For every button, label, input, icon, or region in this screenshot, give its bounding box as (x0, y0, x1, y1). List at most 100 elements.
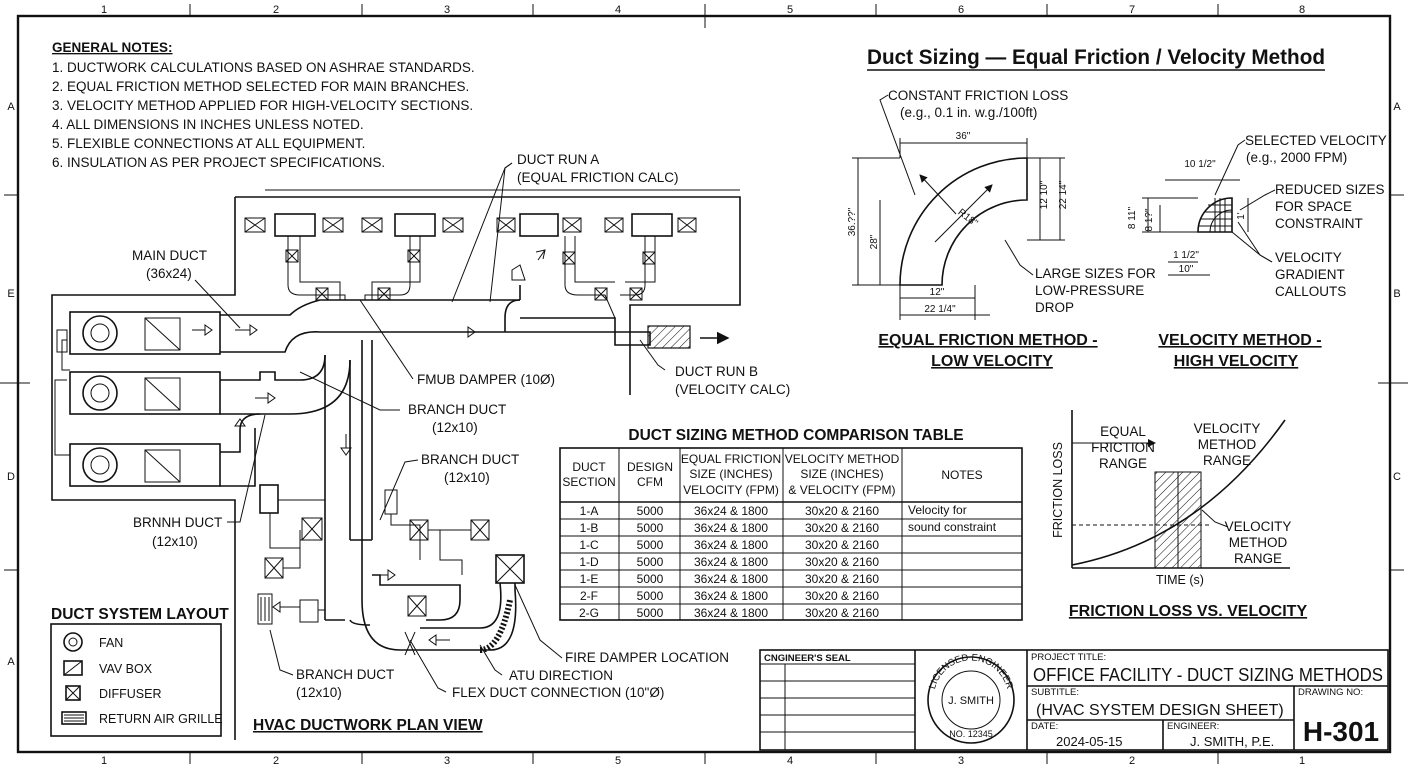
label-main-duct-size: (36x24) (146, 266, 192, 281)
table-cell: 1-D (579, 555, 599, 569)
col-number: 3 (958, 755, 964, 767)
table-cell: 36x24 & 1800 (694, 504, 768, 518)
row-letter: E (7, 288, 14, 300)
table-header: SIZE (INCHES) (689, 467, 772, 481)
ef-dim: 36.??" (847, 207, 858, 236)
vel-reduced: FOR SPACE (1275, 199, 1352, 214)
graph-vel-method-range: RANGE (1234, 551, 1282, 566)
graph-vel-range: VELOCITY (1194, 421, 1261, 436)
return-air-grille-icon (61, 711, 87, 725)
graph-ef-range: FRICTION (1091, 440, 1155, 455)
table-row: 1-C 5000 36x24 & 1800 30x20 & 2160 (579, 538, 879, 552)
label-duct-run-a-note: (EQUAL FRICTION CALC) (517, 170, 679, 185)
table-row: 2-F 5000 36x24 & 1800 30x20 & 2160 (580, 589, 879, 603)
label-branch-duct-size: (12x10) (444, 470, 490, 485)
airflow-arrow (192, 249, 546, 646)
table-cell: 36x24 & 1800 (694, 521, 768, 535)
project-title: OFFICE FACILITY - DUCT SIZING METHODS (1033, 664, 1383, 685)
return-air-grille-icon (257, 593, 273, 625)
label-branch-duct-size: (12x10) (152, 534, 198, 549)
table-cell: 5000 (637, 504, 664, 518)
note-item: 6. INSULATION AS PER PROJECT SPECIFICATI… (52, 155, 385, 170)
flex-connection (647, 325, 691, 349)
table-header: CFM (637, 475, 663, 489)
col-number: 2 (273, 755, 279, 767)
fan-icon (63, 632, 83, 652)
label-fire-damper: FIRE DAMPER LOCATION (565, 650, 729, 665)
table-cell: 1-A (580, 504, 599, 518)
legend: DUCT SYSTEM LAYOUT FAN VAV BOX DIFFUSER … (50, 606, 229, 737)
project-label: PROJECT TITLE: (1031, 652, 1106, 663)
row-letter: A (7, 656, 15, 668)
note-item: 3. VELOCITY METHOD APPLIED FOR HIGH-VELO… (52, 98, 473, 113)
col-number: 4 (615, 4, 621, 16)
table-cell: 1-E (580, 572, 599, 586)
table-cell: 2-G (579, 606, 599, 620)
ef-callout-value: (e.g., 0.1 in. w.g./100ft) (900, 105, 1037, 120)
label-branch-duct-size: (12x10) (432, 420, 478, 435)
col-number: 1 (101, 755, 107, 767)
vel-dim: 1 1/2" (1173, 250, 1199, 261)
graph-xlabel: TIME (s) (1156, 573, 1204, 587)
note-item: 2. EQUAL FRICTION METHOD SELECTED FOR MA… (52, 79, 469, 94)
table-cell: Velocity for (908, 503, 967, 517)
fan-icon (82, 315, 118, 483)
table-cell: 30x20 & 2160 (805, 606, 879, 620)
table-cell: 30x20 & 2160 (805, 521, 879, 535)
table-cell: 36x24 & 1800 (694, 589, 768, 603)
diffuser-icon (65, 685, 81, 701)
note-item: 5. FLEXIBLE CONNECTIONS AT ALL EQUIPMENT… (52, 136, 365, 151)
note-item: 4. ALL DIMENSIONS IN INCHES UNLESS NOTED… (52, 117, 364, 132)
equal-friction-detail: CONSTANT FRICTION LOSS (e.g., 0.1 in. w.… (847, 88, 1156, 370)
graph-vel-method-range: VELOCITY (1225, 519, 1292, 534)
ef-dim: 12 10" (1039, 180, 1050, 209)
table-header: VELOCITY METHOD (785, 452, 900, 466)
sizing-title: Duct Sizing — Equal Friction / Velocity … (867, 46, 1325, 69)
vel-caption: HIGH VELOCITY (1174, 353, 1299, 370)
col-number: 5 (787, 4, 793, 16)
vel-dim: 1' (1236, 212, 1247, 220)
table-cell: 5000 (637, 555, 664, 569)
label-branch-duct: BRANCH DUCT (421, 452, 519, 467)
vel-gradient: VELOCITY (1275, 250, 1342, 265)
table-cell: 5000 (637, 572, 664, 586)
table-cell: 36x24 & 1800 (694, 572, 768, 586)
general-notes: GENERAL NOTES: 1. DUCTWORK CALCULATIONS … (52, 40, 475, 170)
notes-heading: GENERAL NOTES: (52, 40, 173, 55)
ef-dim: 28" (869, 234, 880, 249)
label-branch-duct-size: (12x10) (296, 685, 342, 700)
vel-gradient: CALLOUTS (1275, 284, 1346, 299)
legend-item: VAV BOX (99, 662, 153, 676)
drawing-number: H-301 (1303, 716, 1379, 747)
row-letter: A (1393, 101, 1401, 113)
ef-caption: EQUAL FRICTION METHOD - (878, 332, 1097, 349)
label-flex-duct: FLEX DUCT CONNECTION (10"Ø) (452, 685, 664, 700)
row-letter: D (7, 471, 15, 483)
engineer-label: ENGINEER: (1167, 721, 1219, 732)
label-duct-run-b-note: (VELOCITY CALC) (675, 382, 790, 397)
vav-box-icon (63, 660, 83, 676)
table-cell: 30x20 & 2160 (805, 504, 879, 518)
graph-vel-range: METHOD (1198, 437, 1257, 452)
col-number: 8 (1299, 4, 1305, 16)
ef-radius: R18" (956, 207, 980, 229)
engineer-seal-stamp: LICENSED ENGINEER J. SMITH NO. 12345 (927, 652, 1015, 744)
title-block: CNGINEER'S SEAL LICENSED ENGINEER J. SMI… (759, 649, 1389, 751)
supply-branch-group (496, 213, 697, 319)
column-numbers-top: 1 2 3 4 5 6 7 8 (101, 4, 1305, 16)
table-cell: 36x24 & 1800 (694, 555, 768, 569)
table-title: DUCT SIZING METHOD COMPARISON TABLE (628, 427, 963, 444)
table-header: DUCT (572, 460, 606, 474)
table-cell: 1-C (579, 538, 599, 552)
table-cell: 2-F (580, 589, 598, 603)
label-damper: FMUB DAMPER (10Ø) (417, 372, 555, 387)
table-header: & VELOCITY (FPM) (788, 483, 895, 497)
table-cell: 30x20 & 2160 (805, 555, 879, 569)
label-main-duct: MAIN DUCT (132, 248, 207, 263)
velocity-detail: SELECTED VELOCITY (e.g., 2000 FPM) REDUC… (1127, 133, 1387, 370)
ef-large-sizes: DROP (1035, 300, 1074, 315)
vel-gradient: GRADIENT (1275, 267, 1345, 282)
seal-number: NO. 12345 (949, 729, 993, 739)
table-cell: 5000 (637, 589, 664, 603)
